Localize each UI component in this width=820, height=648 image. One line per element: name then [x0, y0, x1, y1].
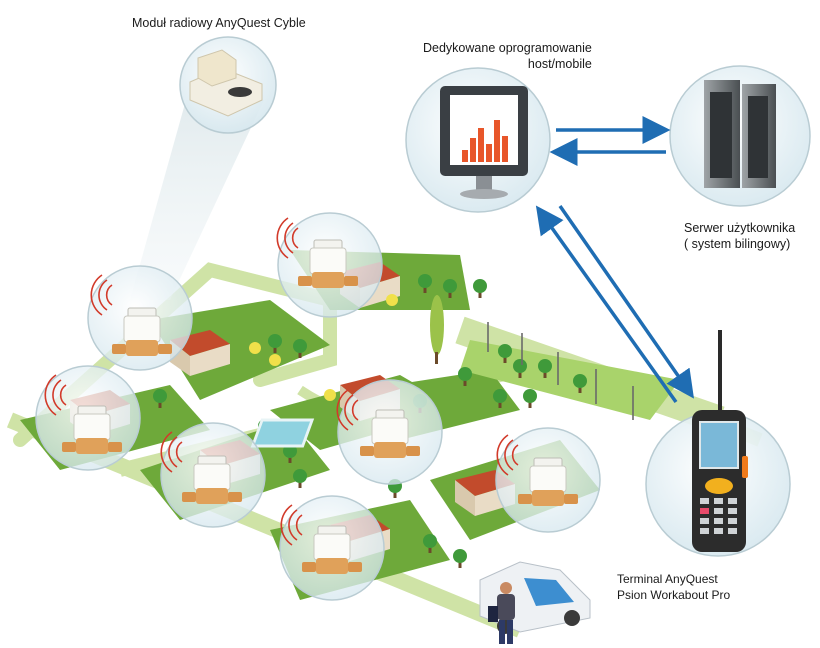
monitor-icon: [440, 86, 528, 199]
meter-bubble: [336, 379, 443, 485]
terminal-label: Terminal AnyQuest Psion Workabout Pro: [617, 571, 730, 603]
server-label-line2: ( system bilingowy): [684, 237, 791, 251]
server-bubble: [669, 65, 811, 207]
street-lamps: [487, 322, 634, 420]
server-icon: [704, 80, 776, 188]
server-label: Serwer użytkownika ( system bilingowy): [684, 220, 795, 252]
host-computer-bubble: [405, 67, 551, 213]
handheld-terminal-icon: [692, 330, 748, 552]
zoom-beam: [130, 100, 264, 300]
server-label-line1: Serwer użytkownika: [684, 221, 796, 235]
radio-module-bubble: [179, 36, 277, 134]
radio-module-label: Moduł radiowy AnyQuest Cyble: [132, 16, 306, 30]
data-flow-arrows: [535, 116, 694, 404]
meter-bubble: [276, 212, 383, 318]
meter-bubble: [160, 422, 266, 528]
terminal-label-line1: Terminal AnyQuest: [617, 572, 718, 586]
host-software-label-line2: host/mobile: [527, 57, 592, 71]
person-icon: [488, 582, 515, 644]
arrow-host-to-terminal: [558, 205, 694, 399]
meter-bubble: [495, 427, 601, 533]
meter-bubble: [87, 265, 193, 371]
meter-bubble: [35, 365, 141, 471]
trees: [153, 274, 587, 568]
arrow-terminal-to-host: [535, 205, 678, 404]
radio-module-icon: [189, 49, 263, 117]
host-software-label: Dedykowane oprogramowanie host/mobile: [423, 40, 592, 72]
meter-bubbles: [35, 212, 601, 601]
host-software-label-line1: Dedykowane oprogramowanie: [423, 41, 592, 55]
terminal-label-line2: Psion Workabout Pro: [617, 588, 731, 602]
terminal-bubble: [645, 330, 791, 557]
meter-bubble: [279, 495, 385, 601]
